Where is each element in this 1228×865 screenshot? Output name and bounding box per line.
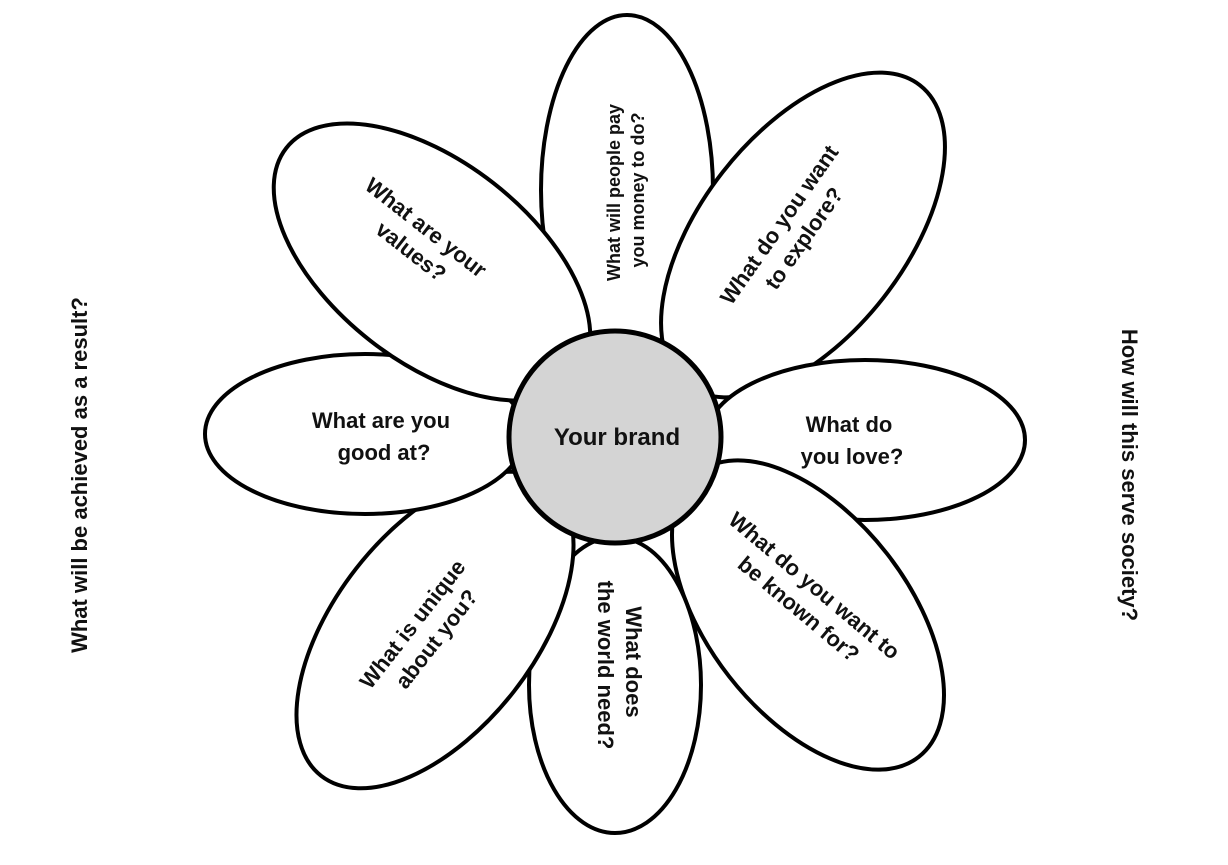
petal-top-label: What will people pay you money to do? [604,99,648,281]
center-circle [506,328,724,546]
center-label: Your brand [554,424,680,451]
petal-left-label: What are you good at? [312,408,456,465]
petal-bottom-label: What does the world need? [593,581,646,750]
petal-right-label: What do you love? [801,412,904,469]
side-label-left: What will be achieved as a result? [67,297,92,653]
side-label-right: How will this serve society? [1117,329,1142,621]
